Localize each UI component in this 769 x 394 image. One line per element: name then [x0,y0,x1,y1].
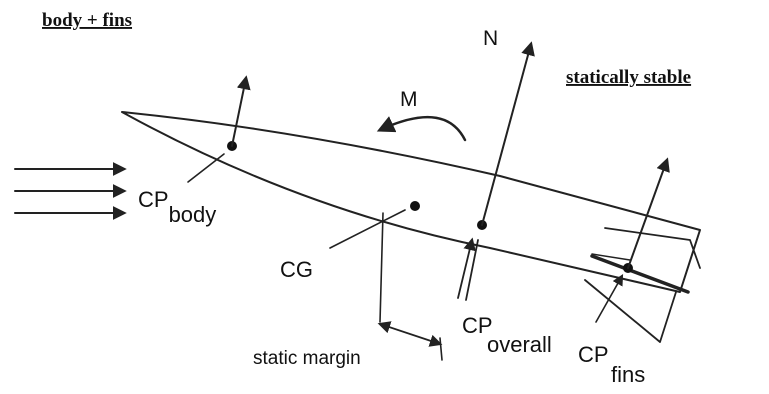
fin-lower [584,279,677,343]
label-cp-body: CPbody [138,187,216,227]
label-cp-overall-sub: overall [487,332,552,357]
heading-statically-stable: statically stable [566,67,691,88]
cp-overall-leader-line [465,239,479,301]
fin-normal-force-arrow [627,157,670,269]
label-cp-body-base: CP [138,187,169,212]
freestream-flow-arrows [14,162,127,220]
label-cp-fins-base: CP [578,342,609,367]
heading-body-fins: body + fins [42,10,132,31]
cp-body-leader [187,153,225,183]
body-normal-force-arrow [231,75,251,147]
label-cp-fins: CPfins [578,342,645,387]
fin-root-line [591,253,631,261]
cg-leader [329,209,406,249]
static-margin-dimension-arrow [377,321,443,347]
static-margin-extension-cp [439,337,443,361]
label-n: N [483,27,498,50]
rocket-fins [584,227,701,343]
fin-side-view [590,254,690,294]
rocket-body [121,111,701,293]
label-cp-body-sub: body [169,202,217,227]
static-margin-extension-cg [379,212,384,323]
cp-overall-leader-arrow [457,237,476,299]
normal-force-arrow [481,41,535,226]
label-static-margin: static margin [253,348,361,369]
rocket-body-outline [121,111,701,293]
fin-upper [604,227,701,269]
cp-fins-leader-arrow [595,274,624,323]
label-m: M [400,88,418,111]
label-cg: CG [280,257,313,282]
moment-arrow [376,115,467,142]
label-cp-fins-sub: fins [611,362,645,387]
label-cp-overall-base: CP [462,313,493,338]
cg-point [410,201,420,211]
